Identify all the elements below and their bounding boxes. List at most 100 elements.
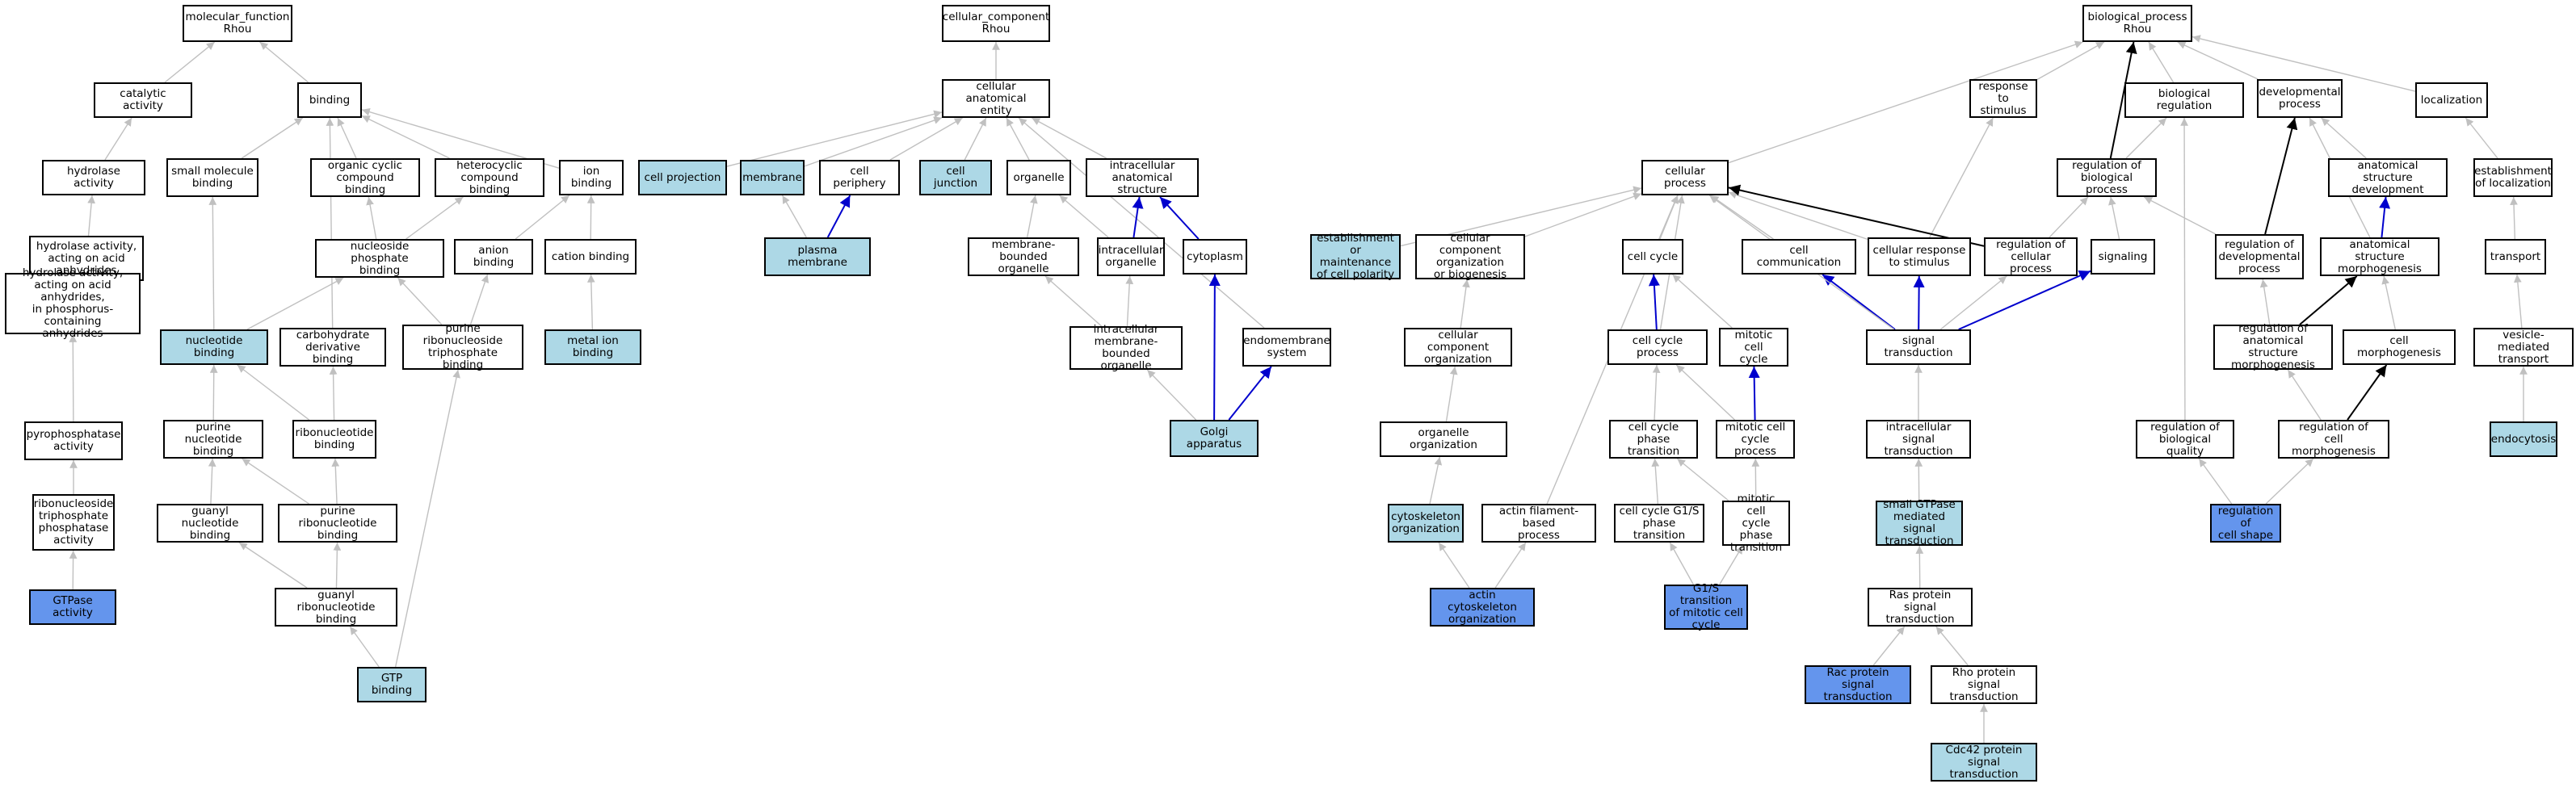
node-cell-communication[interactable]: cell communication: [1742, 239, 1856, 275]
node-regulation-of-anatomical-structure-morphogenesis[interactable]: regulation of anatomical structure morph…: [2213, 323, 2333, 371]
edge-sig_trans-to-cell_comm: [1822, 274, 1896, 330]
node-cellular-component-organization-or-biogenesis[interactable]: cellular component organization or bioge…: [1415, 233, 1525, 281]
node-bp-root[interactable]: biological_process Rhou: [2082, 5, 2192, 42]
node-regulation-of-developmental-process[interactable]: regulation of developmental process: [2215, 234, 2304, 279]
node-regulation-of-cellular-process[interactable]: regulation of cellular process: [1984, 237, 2078, 276]
node-intracellular-organelle[interactable]: intracellular organelle: [1097, 237, 1165, 276]
node-pyrophosphatase-activity[interactable]: pyrophosphatase activity: [24, 421, 123, 460]
node-mitotic-cell-cycle-process[interactable]: mitotic cell cycle process: [1716, 420, 1795, 459]
edge-cc_proc-to-cell_cycle: [1648, 274, 1660, 330]
edge-carbo-to-binding: [326, 117, 334, 329]
edge-pur_ribo_tri-to-anion: [469, 274, 490, 325]
node-organelle[interactable]: organelle: [1006, 160, 1071, 195]
node-anion-binding[interactable]: anion binding: [454, 239, 533, 275]
node-cation-binding[interactable]: cation binding: [544, 239, 637, 275]
node-small-gtpase-mediated-signal-transduction[interactable]: small GTPase mediated signal transductio…: [1876, 499, 1963, 547]
edge-intra_mem-to-intra_org: [1125, 275, 1134, 327]
node-cell-cycle[interactable]: cell cycle: [1622, 239, 1683, 275]
node-ribonucleotide-binding[interactable]: ribonucleotide binding: [292, 420, 376, 459]
node-binding[interactable]: binding: [297, 82, 362, 118]
node-rho-protein-signal-transduction[interactable]: Rho protein signal transduction: [1931, 665, 2037, 704]
edge-reg_anat-to-anat_morph: [2299, 275, 2358, 325]
node-plasma-membrane[interactable]: plasma membrane: [764, 237, 871, 276]
node-cellular-anatomical-entity[interactable]: cellular anatomical entity: [942, 79, 1050, 118]
node-anatomical-structure-development[interactable]: anatomical structure development: [2328, 158, 2448, 197]
node-cell-cycle-g1s-phase-transition[interactable]: cell cycle G1/S phase transition: [1614, 504, 1704, 543]
node-golgi-apparatus[interactable]: Golgi apparatus: [1170, 420, 1259, 457]
node-regulation-of-biological-quality[interactable]: regulation of biological quality: [2136, 420, 2234, 459]
node-cytoskeleton-organization[interactable]: cytoskeleton organization: [1388, 504, 1464, 543]
node-biological-regulation[interactable]: biological regulation: [2124, 82, 2244, 118]
node-purine-nucleotide-binding[interactable]: purine nucleotide binding: [163, 420, 263, 459]
node-signal-transduction[interactable]: signal transduction: [1866, 329, 1971, 365]
node-cell-cycle-phase-transition[interactable]: cell cycle phase transition: [1609, 420, 1698, 459]
node-response-to-stimulus[interactable]: response to stimulus: [1969, 79, 2037, 118]
node-transport[interactable]: transport: [2485, 239, 2546, 275]
node-organic-cyclic-compound-binding[interactable]: organic cyclic compound binding: [310, 158, 420, 197]
node-endomembrane-system[interactable]: endomembrane system: [1242, 328, 1331, 367]
node-nucleoside-phosphate-binding[interactable]: nucleoside phosphate binding: [315, 239, 444, 278]
node-ion-binding[interactable]: ion binding: [559, 160, 624, 195]
edge-reg_shape-to-reg_bio_qual: [2198, 458, 2233, 505]
node-guanyl-ribonucleotide-binding[interactable]: guanyl ribonucleotide binding: [275, 588, 397, 627]
edge-cell_resp-to-cell_proc: [1728, 191, 1868, 241]
node-cellular-component-organization[interactable]: cellular component organization: [1404, 328, 1512, 367]
edge-golgi-to-cytoplasm: [1208, 274, 1221, 421]
node-intracellular-signal-transduction[interactable]: intracellular signal transduction: [1866, 420, 1971, 459]
node-ribonucleoside-triphosphate-phosphatase-activity[interactable]: ribonucleoside triphosphate phosphatase …: [32, 494, 115, 551]
node-cellular-process[interactable]: cellular process: [1641, 160, 1729, 195]
node-rac-protein-signal-transduction[interactable]: Rac protein signal transduction: [1805, 665, 1911, 704]
node-regulation-of-biological-process[interactable]: regulation of biological process: [2057, 158, 2157, 197]
node-purine-ribonucleotide-binding[interactable]: purine ribonucleotide binding: [278, 504, 397, 543]
node-actin-filament-based-process[interactable]: actin filament-based process: [1481, 504, 1596, 543]
edge-nucleotide-to-small_mol: [208, 196, 217, 330]
node-endocytosis[interactable]: endocytosis: [2490, 421, 2557, 457]
node-small-molecule-binding[interactable]: small molecule binding: [166, 158, 258, 197]
node-developmental-process[interactable]: developmental process: [2257, 79, 2343, 118]
node-signaling[interactable]: signaling: [2091, 239, 2155, 275]
node-hydrolase-activity[interactable]: hydrolase activity: [42, 160, 145, 195]
node-cell-periphery[interactable]: cell periphery: [819, 160, 900, 195]
node-heterocyclic-compound-binding[interactable]: heterocyclic compound binding: [435, 158, 544, 197]
edge-pur_ribonuc-to-ribonuc: [331, 458, 340, 505]
node-mitotic-cell-cycle[interactable]: mitotic cell cycle: [1719, 328, 1788, 367]
node-cell-morphogenesis[interactable]: cell morphogenesis: [2343, 329, 2456, 365]
node-ras-protein-signal-transduction[interactable]: Ras protein signal transduction: [1868, 588, 1973, 627]
node-membrane-bounded-organelle[interactable]: membrane-bounded organelle: [968, 237, 1079, 276]
node-localization[interactable]: localization: [2415, 82, 2488, 118]
node-cell-projection[interactable]: cell projection: [638, 160, 727, 195]
node-organelle-organization[interactable]: organelle organization: [1380, 421, 1507, 457]
node-vesicle-mediated-transport[interactable]: vesicle-mediated transport: [2473, 328, 2574, 367]
edge-anion-to-ion_binding: [515, 195, 570, 240]
node-gtp-binding[interactable]: GTP binding: [357, 667, 427, 702]
node-catalytic-activity[interactable]: catalytic activity: [94, 82, 192, 118]
node-metal-ion-binding[interactable]: metal ion binding: [544, 329, 641, 365]
node-anatomical-structure-morphogenesis[interactable]: anatomical structure morphogenesis: [2320, 237, 2439, 276]
edge-reg_bio-to-bp_root: [2109, 41, 2137, 159]
node-cell-cycle-process[interactable]: cell cycle process: [1607, 329, 1708, 365]
node-carbohydrate-derivative-binding[interactable]: carbohydrate derivative binding: [279, 328, 386, 367]
node-guanyl-nucleotide-binding[interactable]: guanyl nucleotide binding: [157, 504, 263, 543]
node-cc-root[interactable]: cellular_component Rhou: [942, 5, 1050, 42]
node-regulation-of-cell-morphogenesis[interactable]: regulation of cell morphogenesis: [2278, 420, 2389, 459]
node-purine-ribonucleoside-triphosphate-binding[interactable]: purine ribonucleoside triphosphate bindi…: [402, 323, 523, 371]
node-regulation-of-cell-shape[interactable]: regulation of cell shape: [2210, 504, 2281, 543]
node-cellular-response-to-stimulus[interactable]: cellular response to stimulus: [1868, 237, 1971, 276]
edge-reg_dev-to-reg_bio: [2143, 196, 2217, 235]
node-mf-root[interactable]: molecular_function Rhou: [183, 5, 292, 42]
node-cell-junction[interactable]: cell junction: [919, 160, 992, 195]
node-g1s-transition-of-mitotic-cell-cycle[interactable]: G1/S transition of mitotic cell cycle: [1664, 583, 1748, 631]
node-intracellular-membrane-bounded-organelle[interactable]: intracellular membrane-bounded organelle: [1069, 324, 1183, 372]
node-membrane[interactable]: membrane: [740, 160, 805, 195]
node-mitotic-cell-cycle-phase-transition[interactable]: mitotic cell cycle phase transition: [1722, 492, 1790, 553]
node-cdc42-protein-signal-transduction[interactable]: Cdc42 protein signal transduction: [1931, 743, 2037, 782]
node-establishment-of-localization[interactable]: establishment of localization: [2473, 158, 2553, 197]
node-gtpase-activity[interactable]: GTPase activity: [29, 589, 116, 625]
edge-plasma-to-membrane: [781, 195, 807, 238]
node-cytoplasm[interactable]: cytoplasm: [1183, 239, 1247, 275]
node-nucleotide-binding[interactable]: nucleotide binding: [160, 329, 268, 365]
node-establishment-or-maintenance-of-cell-polarity[interactable]: establishment or maintenance of cell pol…: [1310, 233, 1401, 281]
node-intracellular-anatomical-structure[interactable]: intracellular anatomical structure: [1086, 158, 1199, 197]
node-actin-cytoskeleton-organization[interactable]: actin cytoskeleton organization: [1430, 588, 1535, 627]
node-hydrolase-phosphorus-anhydrides[interactable]: hydrolase activity, acting on acid anhyd…: [5, 267, 141, 340]
